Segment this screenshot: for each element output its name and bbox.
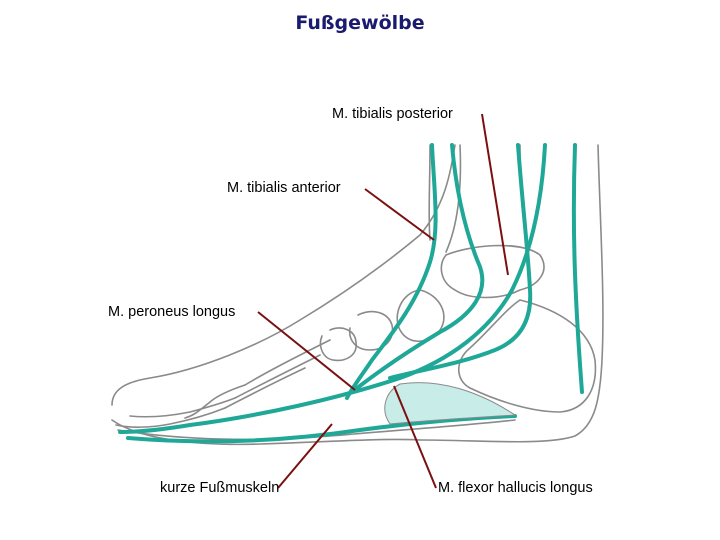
- label-flexor-hallucis-longus: M. flexor hallucis longus: [438, 480, 593, 496]
- pointer-tibialis-anterior: [365, 189, 434, 240]
- label-tibialis-posterior: M. tibialis posterior: [332, 106, 453, 122]
- label-tibialis-anterior: M. tibialis anterior: [227, 180, 341, 196]
- pointer-kurze-fussmuskeln: [278, 424, 332, 488]
- label-kurze-fussmuskeln: kurze Fußmuskeln: [160, 480, 279, 496]
- label-peroneus-longus: M. peroneus longus: [108, 304, 235, 320]
- pointer-tibialis-posterior: [482, 114, 508, 275]
